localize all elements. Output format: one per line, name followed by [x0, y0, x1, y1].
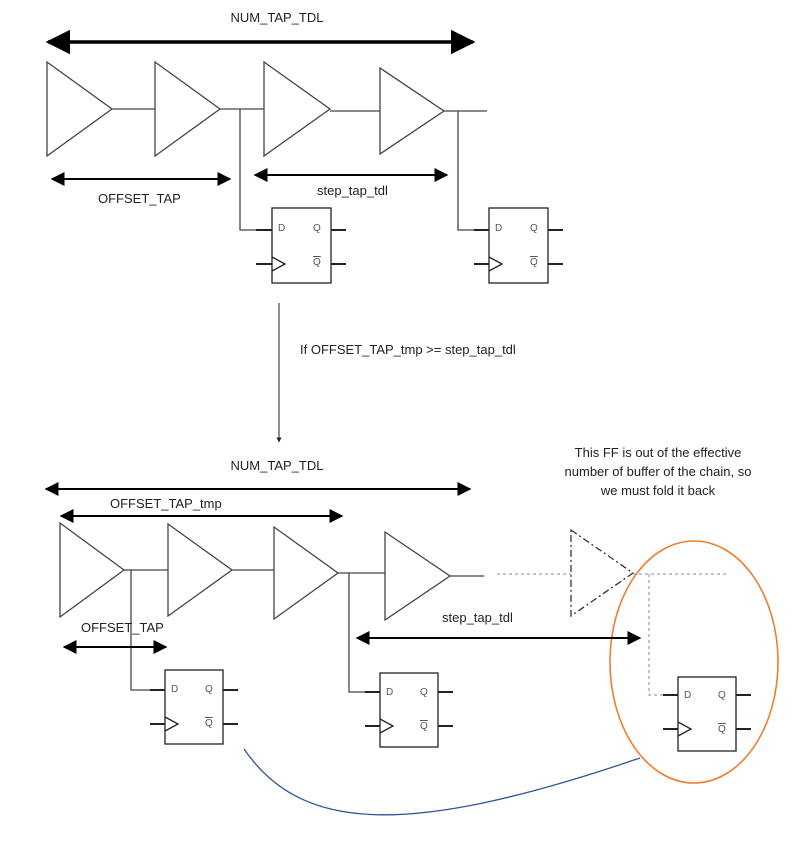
buffer-1	[46, 60, 114, 158]
condition-label: If OFFSET_TAP_tmp >= step_tap_tdl	[300, 342, 516, 357]
ff-q-pin-label: Q	[205, 684, 213, 695]
buffer-4	[379, 66, 446, 156]
ff-d-pin-label: D	[171, 684, 179, 695]
offset-tap-tmp-label: OFFSET_TAP_tmp	[110, 496, 222, 511]
ff-q-pin-label: Q	[313, 223, 321, 234]
ff-qbar-pin-label: Q	[205, 718, 213, 729]
ff-qbar-pin-label: Q	[313, 257, 321, 268]
fold-back-note: This FF is out of the effective number o…	[564, 445, 752, 498]
tap-wire	[239, 109, 272, 231]
bottom-flip-flop-3	[663, 676, 751, 752]
ff-d-pin-label: D	[684, 690, 692, 701]
ff-q-pin-label: Q	[718, 690, 726, 701]
ff-qbar-pin-label: Q	[530, 257, 538, 268]
out-of-chain-highlight-ellipse	[609, 540, 779, 784]
bottom-buffer-chain	[59, 521, 484, 693]
ff-d-pin-label: D	[386, 687, 394, 698]
bottom-flip-flop-2	[365, 672, 453, 748]
fold-back-curve	[243, 748, 641, 816]
top-flip-flop-2	[474, 207, 563, 284]
ff-q-pin-label: Q	[420, 687, 428, 698]
offset-tap-label-bottom: OFFSET_TAP	[81, 620, 164, 635]
dashed-tap-wire	[648, 574, 678, 696]
buffer-3	[263, 60, 332, 158]
bottom-flip-flop-1	[150, 669, 238, 745]
buffer-4	[384, 530, 452, 622]
ff-qbar-pin-label: Q	[718, 724, 726, 735]
top-flip-flop-1	[256, 207, 346, 284]
tap-wire	[348, 573, 380, 693]
ff-q-pin-label: Q	[530, 223, 538, 234]
offset-tap-label: OFFSET_TAP	[98, 191, 181, 206]
buffer-3	[273, 525, 340, 621]
ff-d-pin-label: D	[495, 223, 503, 234]
ff-d-pin-label: D	[278, 223, 286, 234]
step-tap-tdl-label-bottom: step_tap_tdl	[442, 610, 513, 625]
num-tap-tdl-label: NUM_TAP_TDL	[230, 10, 324, 25]
ff-qbar-pin-label: Q	[420, 721, 428, 732]
buffer-1	[59, 521, 126, 619]
virtual-buffer	[570, 528, 635, 618]
num-tap-tdl-label-bottom: NUM_TAP_TDL	[230, 458, 324, 473]
tap-wire	[457, 111, 489, 231]
step-tap-tdl-label: step_tap_tdl	[317, 183, 388, 198]
buffer-2	[167, 522, 234, 618]
buffer-2	[154, 60, 222, 158]
